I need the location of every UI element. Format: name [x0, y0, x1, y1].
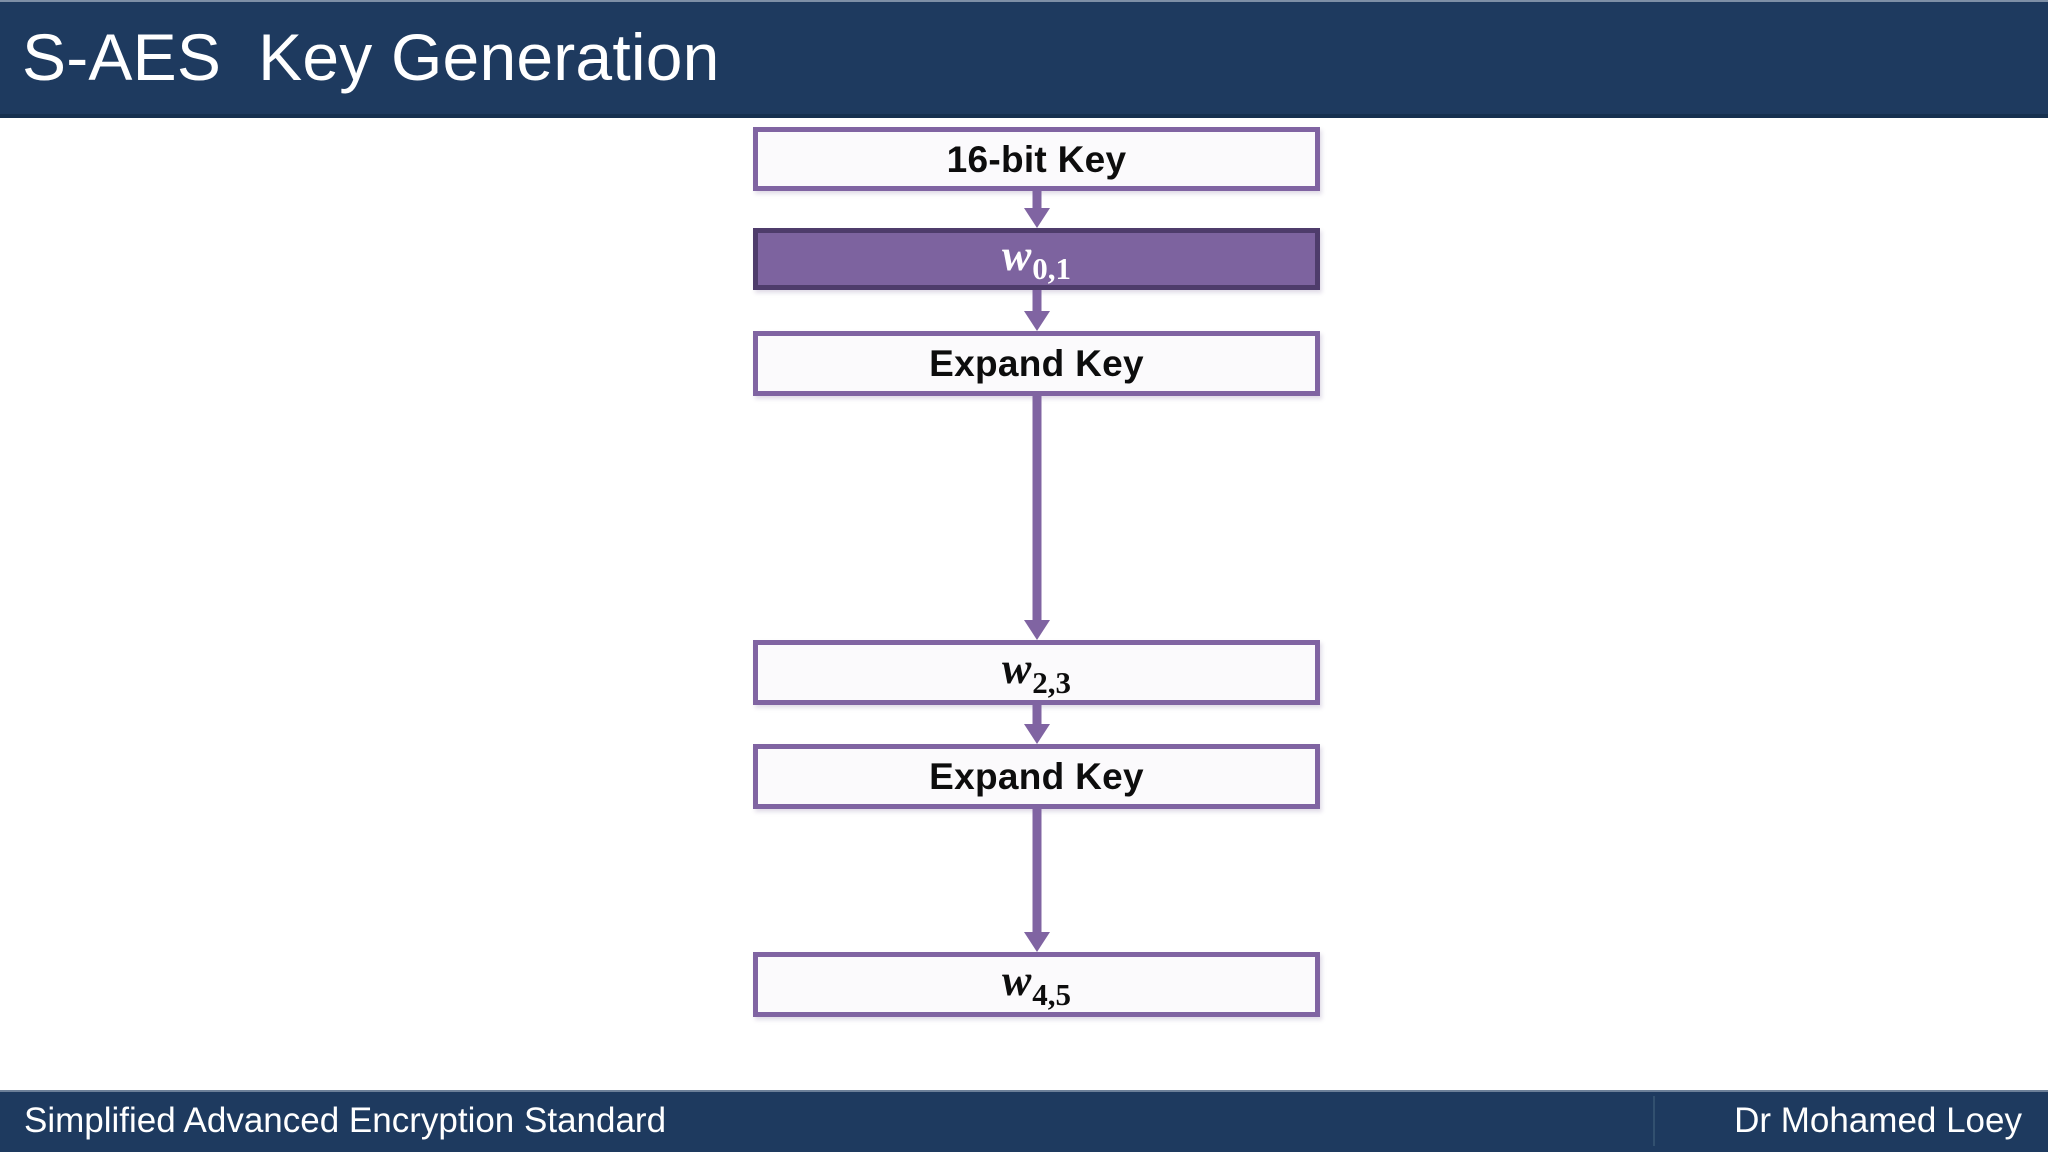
- flow-node-16-bit-key[interactable]: 16-bit Key: [753, 127, 1320, 191]
- flow-node-label: w4,5: [1001, 956, 1072, 1012]
- flow-node-label: 16-bit Key: [946, 138, 1127, 180]
- flow-node-expand-key-1[interactable]: Expand Key: [753, 331, 1320, 396]
- arrow-head-icon: [1024, 311, 1050, 331]
- flow-arrow-expand2-to-w45: [1024, 809, 1050, 952]
- subscript: 2,3: [1032, 664, 1072, 700]
- arrow-head-icon: [1024, 724, 1050, 744]
- flow-arrow-key-to-w01: [1024, 191, 1050, 228]
- flow-arrow-expand1-to-w23: [1024, 396, 1050, 640]
- arrow-head-icon: [1024, 932, 1050, 952]
- flow-node-label: w2,3: [1001, 644, 1072, 700]
- arrow-shaft: [1032, 290, 1042, 313]
- flow-node-label: Expand Key: [929, 343, 1144, 384]
- flow-node-label: Expand Key: [929, 756, 1144, 797]
- flow-node-w45[interactable]: w4,5: [753, 952, 1320, 1017]
- footer-subject: Simplified Advanced Encryption Standard: [24, 1101, 667, 1140]
- subscript: 0,1: [1032, 251, 1072, 287]
- flow-arrow-w01-to-expand1: [1024, 290, 1050, 331]
- footer-divider: [1653, 1096, 1655, 1146]
- flow-node-label: w0,1: [1001, 230, 1072, 287]
- flow-node-expand-key-2[interactable]: Expand Key: [753, 744, 1320, 809]
- footer-author: Dr Mohamed Loey: [1734, 1101, 2022, 1140]
- key-generation-flowchart: 16-bit Key w0,1 Expand Key w2,3 Expand K…: [0, 118, 2048, 1088]
- arrow-shaft: [1032, 396, 1042, 622]
- arrow-shaft: [1032, 809, 1042, 934]
- page-title: S-AES Key Generation: [22, 20, 720, 94]
- flow-node-w23[interactable]: w2,3: [753, 640, 1320, 705]
- slide-header: S-AES Key Generation: [0, 0, 2048, 118]
- flow-node-w01[interactable]: w0,1: [753, 228, 1320, 290]
- arrow-shaft: [1032, 191, 1042, 210]
- flow-arrow-w23-to-expand2: [1024, 705, 1050, 744]
- arrow-head-icon: [1024, 620, 1050, 640]
- slide-footer: Simplified Advanced Encryption Standard …: [0, 1090, 2048, 1152]
- subscript: 4,5: [1032, 976, 1072, 1012]
- arrow-head-icon: [1024, 208, 1050, 228]
- arrow-shaft: [1032, 705, 1042, 726]
